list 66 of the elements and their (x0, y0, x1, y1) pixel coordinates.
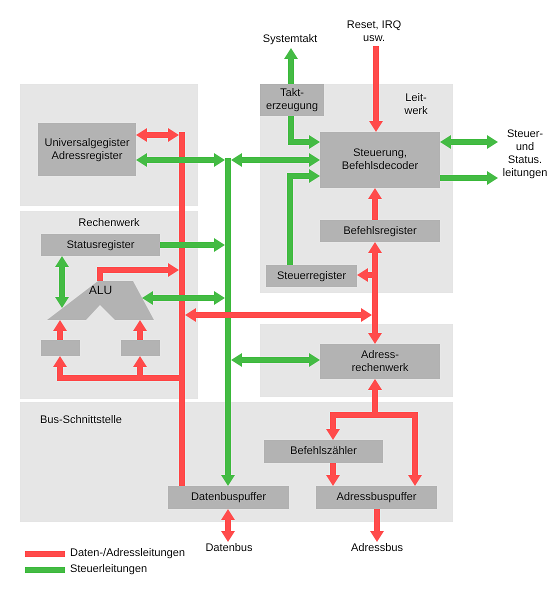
panel-title: Bus-Schnittstelle (40, 414, 123, 427)
signal-label: Adressbus (346, 542, 408, 557)
arrow (133, 320, 147, 340)
signal-label: Datenbus (198, 542, 260, 557)
register-box (320, 132, 440, 188)
arrow (185, 308, 372, 322)
box-label: Adress- rechenwerk (350, 348, 410, 374)
arrow (53, 320, 67, 340)
box-label: Steuerung, Befehlsdecoder (340, 147, 420, 173)
register-box (41, 340, 80, 356)
unit-panel (20, 402, 453, 522)
alu-trapezoid (47, 281, 154, 320)
register-box (38, 123, 136, 176)
register-box (316, 486, 437, 509)
arrow (142, 291, 225, 305)
box-label: ALU (88, 284, 114, 297)
bus-bar (225, 158, 231, 466)
legend-label: Steuerleitungen (70, 563, 148, 576)
legend-label: Daten-/Adressleitungen (70, 547, 185, 560)
box-label: Befehlsregister (343, 224, 417, 238)
box-label: Steuerregister (276, 270, 346, 282)
arrow (369, 46, 383, 132)
arrow (221, 509, 235, 542)
arrow (136, 128, 179, 142)
unit-panel (260, 84, 453, 293)
arrow (368, 330, 382, 344)
arrow (440, 171, 498, 185)
register-box (266, 265, 357, 287)
arrow (326, 463, 340, 486)
panel-title: Leit- werk (403, 92, 429, 118)
register-box (320, 220, 440, 242)
arrow (368, 242, 382, 258)
arrow (231, 153, 320, 167)
register-box (41, 234, 160, 256)
box-label: Universalgegister Adressregister (44, 136, 130, 162)
arrow (55, 256, 69, 308)
arrow (97, 263, 179, 281)
bus-bar (179, 132, 185, 470)
arrow (368, 188, 382, 220)
unit-panel (260, 324, 453, 397)
signal-label: Systemtakt (258, 33, 322, 48)
box-label: Takt- erzeugung (265, 87, 319, 113)
arrow (160, 238, 225, 252)
arrow (221, 466, 235, 486)
register-box (264, 440, 383, 463)
register-box (260, 84, 324, 116)
register-box (121, 340, 160, 356)
arrow (287, 169, 320, 265)
arrow (370, 509, 384, 542)
arrow (136, 153, 225, 167)
panel-title: Rechenwerk (77, 217, 141, 230)
arrow (357, 268, 372, 282)
arrow (231, 353, 320, 367)
arrow (284, 48, 298, 84)
box-label: Statusregister (66, 238, 134, 252)
unit-panel (20, 84, 198, 206)
arrow (440, 135, 498, 149)
signal-label: Reset, IRQ usw. (343, 19, 405, 46)
connector-line (179, 470, 185, 486)
box-label: Datenbuspuffer (190, 491, 266, 504)
register-box (320, 344, 440, 379)
register-box (168, 486, 289, 509)
signal-label: Steuer- und Status. leitungen (498, 128, 552, 182)
arrow (368, 379, 422, 486)
box-label: Befehlszähler (290, 445, 357, 458)
box-label: Adressbuspuffer (336, 491, 416, 504)
